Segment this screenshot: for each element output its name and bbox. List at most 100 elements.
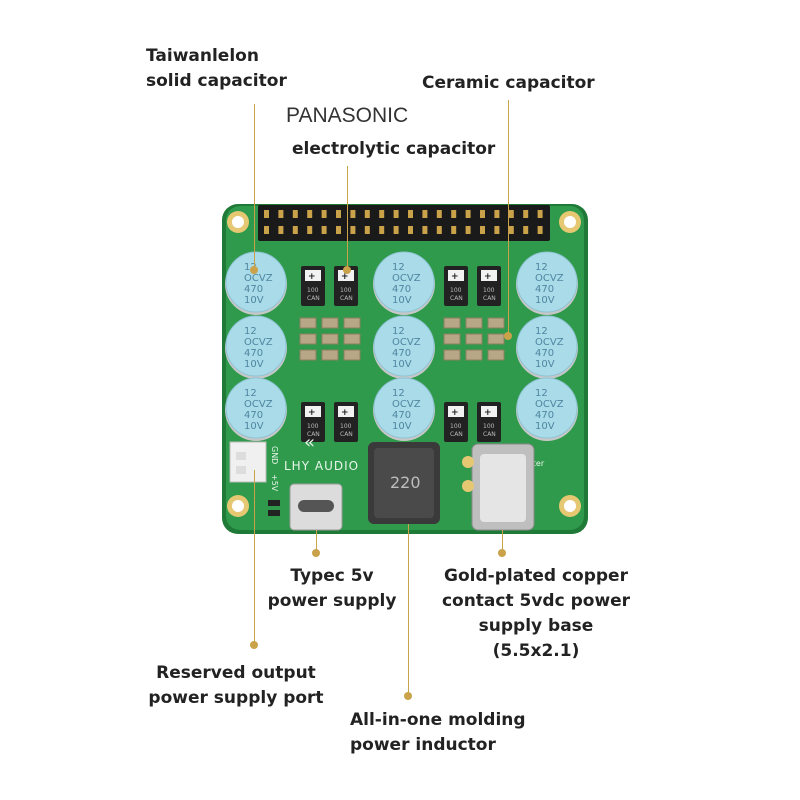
leader-ceramic (508, 100, 509, 336)
ceramic-capacitor (443, 333, 461, 345)
solid-capacitor-marking: OCVZ (535, 399, 564, 410)
gpio-pin (480, 210, 485, 218)
electrolytic-capacitor-top (481, 406, 497, 417)
brand-text: LHY AUDIO (284, 459, 359, 473)
solid-capacitor-marking: 470 (392, 348, 411, 359)
solid-capacitor-marking: 12 (244, 388, 257, 399)
ceramic-capacitor (343, 317, 361, 329)
solid-capacitor-marking: 470 (244, 284, 263, 295)
gpio-pin (264, 210, 269, 218)
leader-reserved-output (254, 470, 255, 646)
typec-port (298, 500, 334, 512)
leader-dot-gold-dc-jack (498, 549, 506, 557)
gpio-pin (523, 210, 529, 218)
label-panasonic: PANASONIC (286, 104, 409, 127)
solid-capacitor-marking: 10V (392, 421, 412, 432)
solid-capacitor-marking: 12 (535, 262, 548, 273)
solid-capacitor-marking: 12 (535, 388, 548, 399)
connector-slot (236, 452, 246, 460)
leader-gold-dc-jack (502, 530, 503, 554)
solid-capacitor-body (225, 315, 287, 377)
leader-dot-ceramic (504, 332, 512, 340)
gpio-pin (321, 226, 327, 234)
label-reserved-line1: Reserved output (156, 663, 316, 683)
electrolytic-capacitor-marking: 100 (450, 287, 462, 294)
solid-capacitor-marking: OCVZ (535, 273, 564, 284)
polarity-mark: + (484, 408, 492, 418)
label-power-inductor: All-in-one molding power inductor (350, 708, 526, 758)
ceramic-capacitor (299, 317, 317, 329)
gpio-pin (379, 210, 385, 218)
ceramic-capacitor (487, 349, 505, 361)
gpio-pin (307, 210, 313, 218)
gpio-pin (292, 210, 298, 218)
leader-dot-typec (312, 549, 320, 557)
solid-capacitor-marking: OCVZ (244, 399, 273, 410)
solid-capacitor-marking: 12 (392, 388, 405, 399)
label-gold-line4: (5.5x2.1) (492, 641, 580, 661)
solid-capacitor-marking: 10V (244, 295, 264, 306)
gpio-pin (451, 226, 457, 234)
solid-capacitor-marking: OCVZ (392, 337, 421, 348)
solid-capacitor-marking: 12 (392, 326, 405, 337)
mounting-hole (232, 500, 244, 512)
mounting-hole (564, 216, 576, 228)
label-ceramic-capacitor: Ceramic capacitor (422, 73, 595, 93)
label-reserved-line2: power supply port (148, 688, 324, 708)
leader-electrolytic (347, 166, 348, 270)
leader-solid-capacitor (254, 104, 255, 270)
ceramic-capacitor (465, 333, 483, 345)
label-solid-capacitor: Taiwanlelon solid capacitor (146, 44, 287, 94)
label-solid-capacitor-line2: solid capacitor (146, 71, 287, 91)
solid-capacitor-marking: OCVZ (244, 273, 273, 284)
label-gold-dc-jack: Gold-plated copper contact 5vdc power su… (436, 564, 636, 664)
gpio-pin (494, 210, 500, 218)
solid-capacitor-marking: 470 (244, 410, 263, 421)
leader-dot-solid-capacitor (250, 266, 258, 274)
polarity-mark: + (484, 272, 492, 282)
solid-capacitor-marking: OCVZ (244, 337, 273, 348)
electrolytic-capacitor-marking: 100 (450, 423, 462, 430)
dc-barrel-jack-face (480, 454, 526, 522)
solid-capacitor-body (516, 377, 578, 439)
solid-capacitor-marking: 10V (535, 295, 555, 306)
solid-capacitor-marking: OCVZ (392, 273, 421, 284)
gpio-pin (336, 226, 341, 234)
gpio-pin (436, 226, 442, 234)
solid-capacitor-marking: 10V (244, 359, 264, 370)
solid-capacitor-marking: 12 (244, 326, 257, 337)
leader-typec (316, 530, 317, 554)
label-gold-line3: supply base (478, 616, 594, 636)
gpio-pin (264, 226, 269, 234)
polarity-mark: + (451, 408, 459, 418)
gpio-pin (292, 226, 298, 234)
label-electrolytic-capacitor: electrolytic capacitor (292, 139, 496, 159)
electrolytic-capacitor-marking: 100 (307, 287, 319, 294)
gpio-pin (364, 226, 370, 234)
gpio-pin (350, 210, 356, 218)
electrolytic-capacitor-top (448, 270, 464, 281)
silk-gnd: GND (270, 446, 279, 464)
solid-capacitor-marking: 470 (535, 348, 554, 359)
electrolytic-capacitor-marking: CAN (450, 295, 463, 302)
ceramic-capacitor (299, 349, 317, 361)
gpio-pin (465, 210, 471, 218)
ceramic-capacitor (487, 333, 505, 345)
leader-dot-reserved-output (250, 641, 258, 649)
label-typec-line1: Typec 5v (290, 566, 374, 586)
gpio-pin (321, 210, 327, 218)
ceramic-capacitor (443, 317, 461, 329)
electrolytic-capacitor-top (448, 406, 464, 417)
electrolytic-capacitor-marking: 100 (483, 423, 495, 430)
gpio-pin (422, 210, 428, 218)
inductor-marking: 220 (390, 473, 421, 492)
solid-capacitor-marking: OCVZ (392, 399, 421, 410)
